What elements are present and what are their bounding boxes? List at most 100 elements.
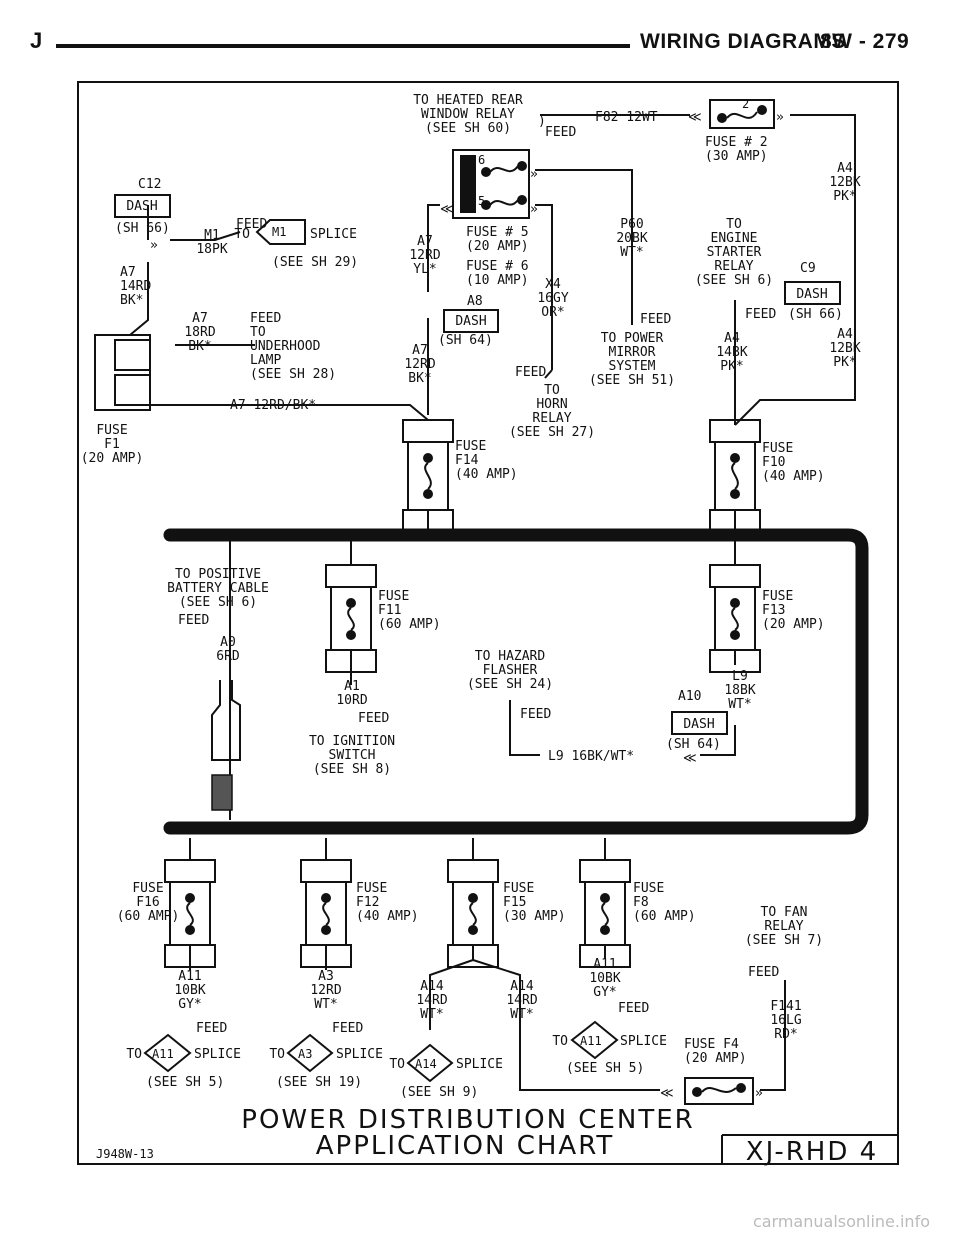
bus-bar-upper	[163, 528, 869, 835]
diagram-title-line1: POWER DISTRIBUTION CENTER	[241, 1105, 694, 1135]
splice-m1-diamond	[255, 219, 306, 245]
svg-text:): )	[538, 114, 546, 129]
c9-label: C9	[800, 261, 816, 276]
feed-battery-label: FEED	[178, 613, 209, 628]
feed-fan-label: FEED	[748, 965, 779, 980]
feed-a3-label: FEED	[332, 1021, 363, 1036]
see-sh9-label: (SEE SH 9)	[400, 1085, 478, 1100]
fuse-symbol-f12	[300, 859, 352, 968]
splice-a11-right-code: A11	[580, 1034, 602, 1048]
to-a3-label: TO	[269, 1047, 285, 1062]
fuse-symbol-f4	[684, 1077, 754, 1105]
diagram-frame	[77, 81, 899, 1165]
header-title: WIRING DIAGRAMS	[640, 30, 846, 53]
header-section-letter: J	[30, 28, 43, 53]
sh64-right-label: (SH 64)	[666, 737, 721, 752]
svg-text:»: »	[776, 110, 784, 125]
a8-label: A8	[467, 294, 483, 309]
fuse-symbol-f8	[579, 859, 631, 968]
feed-ign-label: FEED	[358, 711, 389, 726]
feed-mirror-label: FEED	[640, 312, 671, 327]
see-sh29-label: (SEE SH 29)	[272, 255, 358, 270]
fuse-symbol-6-5	[452, 149, 530, 219]
fuse-symbol-f15	[447, 859, 499, 968]
splice-a14-code: A14	[415, 1057, 437, 1071]
page-header: J WIRING DIAGRAMS 8W - 279	[0, 0, 960, 70]
mini-fuse-6-number: 6	[478, 153, 485, 167]
diagram-title-line2: APPLICATION CHART	[316, 1131, 615, 1161]
sh66-right-label: (SH 66)	[788, 307, 843, 322]
feed-a11-left-label: FEED	[196, 1021, 227, 1036]
to-m1-label: TO	[234, 227, 250, 242]
splice-a3-code: A3	[298, 1047, 312, 1061]
fuse-6-label: FUSE # 6(10 AMP)	[466, 259, 529, 288]
dash-right-label: DASH	[796, 287, 827, 302]
connector-mark-layer: ) ≪ » » ≪ » » ≪ » ≪	[150, 110, 784, 1101]
sh66-left-label: (SH 66)	[115, 221, 170, 236]
splice-a14-label: SPLICE	[456, 1057, 503, 1072]
feed-heated-rear-label: FEED	[545, 125, 576, 140]
fuse-2-label: FUSE # 2(30 AMP)	[705, 135, 768, 164]
header-rule	[56, 44, 630, 48]
splice-m1-code: M1	[272, 225, 286, 239]
a7-bottom-label: A7 12RD/BK*	[230, 398, 316, 413]
splice-a11-left-label: SPLICE	[194, 1047, 241, 1062]
mini-fuse-2-number: 2	[742, 97, 749, 111]
fuse-symbol-f10	[709, 419, 761, 533]
fuse-symbol-f16	[164, 859, 216, 968]
feed-horn-label: FEED	[515, 365, 546, 380]
see-sh19-label: (SEE SH 19)	[276, 1075, 362, 1090]
to-a11-left-label: TO	[126, 1047, 142, 1062]
svg-text:»: »	[150, 238, 158, 253]
to-a14-label: TO	[389, 1057, 405, 1072]
dash-center-label: DASH	[455, 314, 486, 329]
l9-wire-label: L9 16BK/WT*	[548, 749, 634, 764]
c12-label: C12	[138, 177, 161, 192]
see-sh5-right-label: (SEE SH 5)	[566, 1061, 644, 1076]
svg-text:≪: ≪	[688, 110, 702, 125]
svg-text:»: »	[755, 1086, 763, 1101]
splice-a11-right-label: SPLICE	[620, 1034, 667, 1049]
watermark: carmanualsonline.info	[752, 1212, 930, 1231]
fuse-5-label: FUSE # 5(20 AMP)	[466, 225, 529, 254]
svg-text:»: »	[530, 202, 538, 217]
dash-l9-label: DASH	[683, 717, 714, 732]
fuse-symbol-f14	[402, 419, 454, 533]
dash-c12-label: DASH	[126, 199, 157, 214]
fuse-symbol-f13	[709, 564, 761, 673]
fuse-symbol-2	[709, 99, 775, 129]
header-page-number: 8W - 279	[820, 30, 910, 53]
svg-text:≪: ≪	[660, 1086, 674, 1101]
see-sh5-left-label: (SEE SH 5)	[146, 1075, 224, 1090]
svg-text:»: »	[530, 167, 538, 182]
splice-a3-diamond	[286, 1033, 334, 1073]
